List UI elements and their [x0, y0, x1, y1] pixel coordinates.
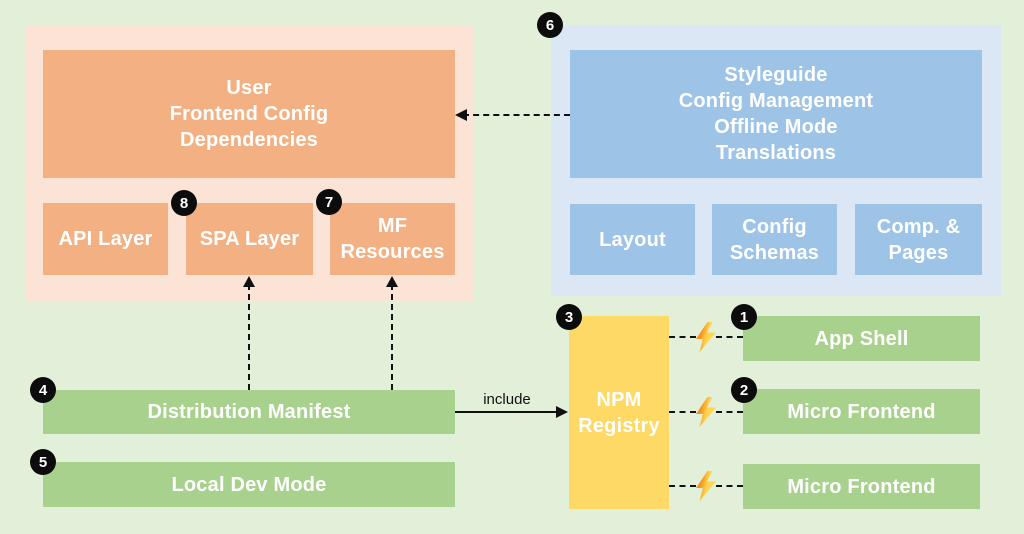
connector-npm-mfe1-right: [716, 411, 743, 413]
box-line: Translations: [715, 142, 837, 164]
step-badge-6: 6: [537, 12, 563, 38]
app-shell-box: App Shell: [743, 316, 980, 361]
arrow-manifest-to-npm-head: [556, 406, 568, 418]
api-layer-box: API Layer: [43, 203, 168, 275]
lightning-bolt-icon: [696, 397, 716, 427]
micro-frontend-box: Micro Frontend: [743, 389, 980, 434]
step-badge-4: 4: [30, 377, 56, 403]
step-badge-5: 5: [30, 449, 56, 475]
box-line: Config Management: [678, 90, 874, 112]
box-line: Schemas: [729, 241, 820, 264]
distribution-manifest-box: Distribution Manifest: [43, 390, 455, 434]
layout-box: Layout: [570, 204, 695, 275]
arrow-manifest-to-mf-head: [386, 276, 398, 287]
arrow-platform-to-frontend-line: [463, 114, 570, 116]
box-line: Micro Frontend: [787, 475, 936, 498]
box-line: Registry: [578, 414, 660, 437]
box-line: SPA Layer: [199, 228, 300, 250]
arrow-manifest-to-npm-line: [455, 411, 557, 413]
step-badge-3: 3: [556, 304, 582, 330]
step-badge-8: 8: [171, 190, 197, 216]
step-badge-1: 1: [731, 304, 757, 330]
connector-npm-appshell-left: [669, 336, 696, 338]
box-line: Styleguide: [724, 64, 828, 86]
connector-npm-mfe2-left: [669, 485, 696, 487]
arrow-platform-to-frontend-head: [455, 109, 467, 121]
box-line: MF: [377, 215, 408, 237]
box-line: Micro Frontend: [787, 400, 936, 423]
connector-npm-mfe2-right: [716, 485, 743, 487]
micro-frontend-box: Micro Frontend: [743, 464, 980, 509]
npm-registry-box: NPM Registry: [569, 316, 669, 509]
box-line: Distribution Manifest: [147, 401, 351, 423]
box-line: Offline Mode: [714, 116, 838, 138]
arrow-manifest-to-spa-head: [243, 276, 255, 287]
box-line: Dependencies: [179, 129, 318, 151]
step-badge-7: 7: [316, 189, 342, 215]
arrow-manifest-to-mf-line: [391, 284, 393, 390]
box-line: Layout: [599, 228, 666, 251]
mf-resources-box: MF Resources: [330, 203, 455, 275]
styleguide-config-box: Styleguide Config Management Offline Mod…: [570, 50, 982, 178]
box-line: Config: [742, 215, 807, 238]
connector-npm-appshell-right: [716, 336, 743, 338]
spa-layer-box: SPA Layer: [186, 203, 313, 275]
box-line: Comp. &: [876, 215, 961, 238]
box-line: User: [226, 77, 272, 99]
components-pages-box: Comp. & Pages: [855, 204, 982, 275]
lightning-bolt-icon: [696, 471, 716, 501]
box-line: App Shell: [814, 327, 909, 350]
local-dev-mode-box: Local Dev Mode: [43, 462, 455, 507]
box-line: NPM: [596, 388, 642, 411]
box-line: Pages: [888, 241, 949, 264]
lightning-bolt-icon: [696, 322, 716, 352]
include-label: include: [483, 391, 531, 408]
box-line: API Layer: [58, 228, 153, 250]
connector-npm-mfe1-left: [669, 411, 696, 413]
config-schemas-box: Config Schemas: [712, 204, 837, 275]
step-badge-2: 2: [731, 377, 757, 403]
arrow-manifest-to-spa-line: [248, 284, 250, 390]
box-line: Resources: [340, 241, 445, 263]
box-line: Frontend Config: [169, 103, 329, 125]
user-frontend-config-dependencies-box: User Frontend Config Dependencies: [43, 50, 455, 178]
box-line: Local Dev Mode: [171, 473, 327, 496]
